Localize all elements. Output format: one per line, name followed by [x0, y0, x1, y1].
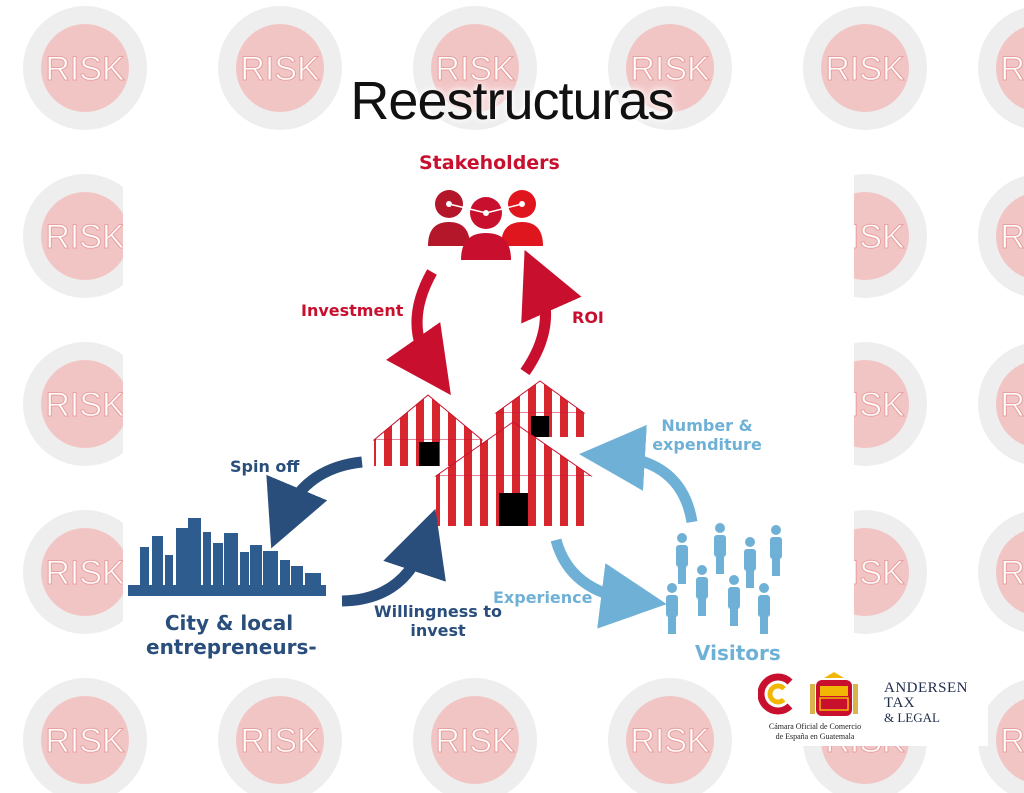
visitor-person-icon [696, 565, 708, 616]
svg-text:RISK: RISK [45, 722, 125, 760]
logos-area [752, 662, 988, 746]
camara-logo [758, 672, 860, 720]
stakeholders-label: Stakeholders [419, 152, 560, 174]
visitor-person-icon [666, 583, 678, 634]
investment-label: Investment [301, 301, 404, 320]
svg-text:RISK: RISK [1000, 50, 1024, 88]
risk-watermark-tile: RISK [608, 6, 732, 130]
risk-watermark-tile: RISK [978, 680, 1024, 793]
willingness-line-1: Willingness to [374, 602, 502, 621]
visitor-person-icon [770, 525, 782, 576]
visitor-person-icon [744, 537, 756, 588]
city-skyline-icon [128, 518, 326, 596]
circus-tent-main [434, 421, 593, 526]
risk-watermark-tile: RISK [978, 8, 1024, 128]
risk-watermark-tile: RISK [23, 342, 147, 466]
roi-label: ROI [572, 308, 604, 327]
risk-watermark-tile: RISK [978, 176, 1024, 296]
risk-watermark-tile: RISK [23, 510, 147, 634]
svg-text:RISK: RISK [45, 50, 125, 88]
experience-label: Experience [493, 588, 593, 607]
city-line-1: City & local [164, 611, 294, 635]
circus-tent-left [372, 394, 484, 466]
number-expenditure-line-1: Number & [661, 416, 753, 435]
experience-arrow [550, 538, 667, 629]
investment-arrow [386, 269, 451, 396]
svg-text:RISK: RISK [435, 722, 515, 760]
risk-watermark-tile: RISK [803, 6, 927, 130]
camara-line-2: de España en Guatemala [775, 732, 855, 741]
andersen-logo: ANDERSEN TAX & LEGAL [884, 680, 984, 725]
city-line-2: entrepreneurs- [146, 635, 317, 659]
willingness-line-2: invest [410, 621, 466, 641]
svg-text:RISK: RISK [240, 722, 320, 760]
andersen-line-2: & LEGAL [884, 710, 940, 725]
willingness-label: Willingness to invest [374, 602, 502, 640]
visitor-person-icon [676, 533, 688, 584]
risk-watermark-tile: RISK [23, 6, 147, 130]
andersen-line-1: ANDERSEN TAX [884, 680, 969, 711]
number-expenditure-label: Number & expenditure [652, 416, 762, 454]
risk-watermark-tile: RISK [608, 678, 732, 793]
visitor-person-icon [714, 523, 726, 574]
svg-text:RISK: RISK [825, 50, 905, 88]
slide-title: Reestructuras [350, 71, 674, 131]
number-expenditure-line-2: expenditure [652, 435, 762, 455]
willingness-arrow [341, 508, 446, 607]
stakeholders-people-icon [428, 190, 543, 260]
number-expenditure-arrow [579, 424, 698, 524]
risk-watermark-tile: RISK [978, 344, 1024, 464]
camara-line-1: Cámara Oficial de Comercio [768, 722, 862, 731]
visitor-person-icon [728, 575, 740, 626]
svg-text:RISK: RISK [1000, 554, 1024, 592]
risk-watermark-tile: RISK [978, 512, 1024, 632]
risk-watermark-tile: RISK [218, 6, 342, 130]
svg-text:RISK: RISK [1000, 722, 1024, 760]
spin-off-arrow [266, 456, 363, 549]
svg-text:RISK: RISK [45, 386, 125, 424]
roi-arrow [520, 249, 582, 376]
risk-watermark-tile: RISK [23, 678, 147, 793]
spin-off-label: Spin off [230, 457, 300, 476]
risk-watermark-tile: RISK [23, 174, 147, 298]
svg-text:RISK: RISK [630, 722, 710, 760]
svg-text:RISK: RISK [1000, 386, 1024, 424]
visitor-person-icon [758, 583, 770, 634]
svg-text:RISK: RISK [1000, 218, 1024, 256]
risk-watermark-tile: RISK [218, 678, 342, 793]
svg-text:RISK: RISK [435, 50, 515, 88]
svg-text:RISK: RISK [45, 554, 125, 592]
risk-watermark-tile: RISK [413, 6, 537, 130]
svg-text:RISK: RISK [45, 218, 125, 256]
camara-caption: Cámara Oficial de Comercio de España en … [760, 722, 870, 742]
svg-text:RISK: RISK [630, 50, 710, 88]
city-label: City & local entrepreneurs- [146, 611, 317, 659]
svg-text:RISK: RISK [240, 50, 320, 88]
risk-watermark-tile: RISK [413, 678, 537, 793]
visitors-people-icon [666, 523, 782, 634]
visitors-label: Visitors [695, 641, 781, 665]
